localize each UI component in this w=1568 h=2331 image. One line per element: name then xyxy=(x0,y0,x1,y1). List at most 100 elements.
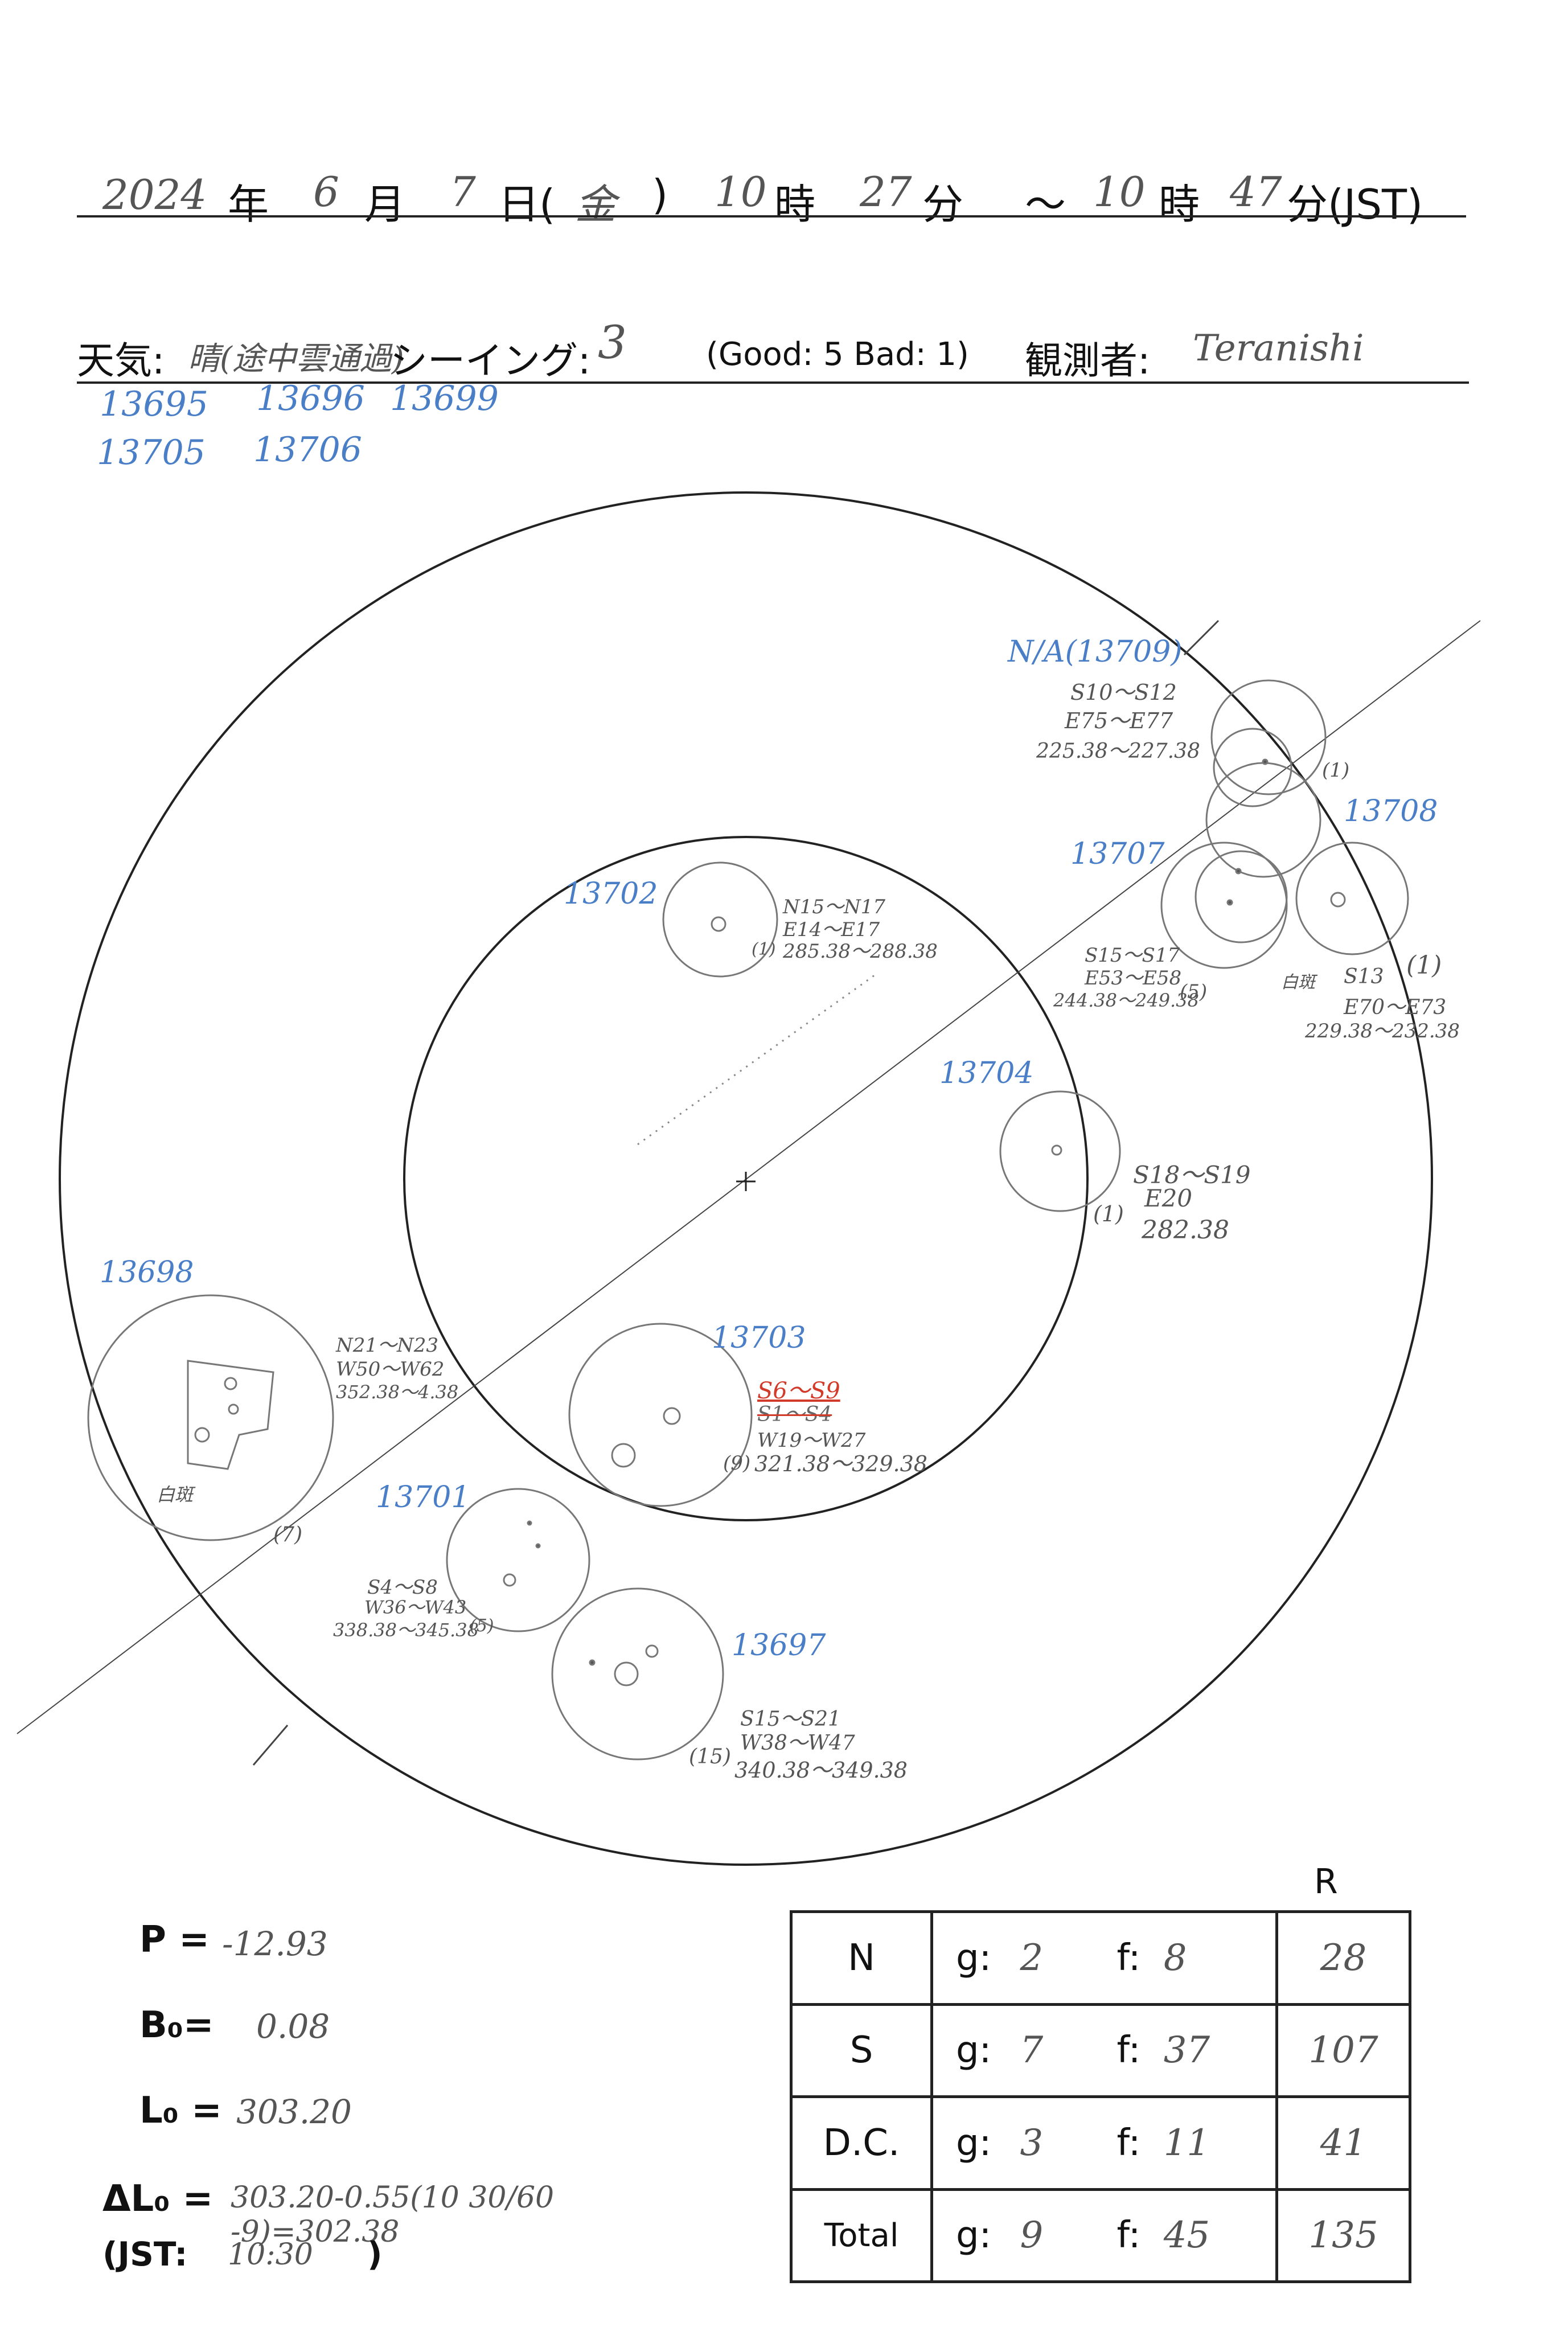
region-count: (9) xyxy=(723,1452,751,1475)
g-value: 9 xyxy=(1020,2214,1044,2257)
annotation-13709: N/A(13709) S10〜S12 E75〜E77 225.38〜227.38 xyxy=(1008,635,1235,771)
dotted-track xyxy=(637,972,877,1146)
f-value: 8 xyxy=(1163,1936,1187,1979)
month-unit: 月 xyxy=(364,180,406,228)
region-count: (5) xyxy=(470,1616,494,1636)
region-carrington: 285.38〜288.38 xyxy=(783,940,938,963)
annotation-13701: S4〜S8 W36〜W43 338.38〜345.38 (5) xyxy=(333,1571,515,1657)
row-label: N xyxy=(790,1910,933,2006)
region-lat: S15〜S17 xyxy=(1085,944,1180,967)
b0-value: 0.08 xyxy=(256,2007,330,2046)
end-hour-unit: 時 xyxy=(1159,180,1200,228)
f-value: 37 xyxy=(1163,2029,1210,2072)
region-lon: E75〜E77 xyxy=(1065,708,1173,733)
seeing-value: 3 xyxy=(598,316,627,369)
start-min: 27 xyxy=(860,168,912,216)
region-lon: E70〜E73 xyxy=(1344,996,1447,1019)
region-lat: S10〜S12 xyxy=(1070,680,1177,705)
p-label: P = xyxy=(139,1919,210,1961)
jst-value: 10:30 xyxy=(228,2238,313,2272)
region-lat: N21〜N23 xyxy=(336,1334,439,1357)
l0-value: 303.20 xyxy=(236,2092,352,2131)
b0-label: B₀= xyxy=(139,2004,214,2046)
f-value: 45 xyxy=(1163,2214,1210,2257)
region-carrington: 282.38 xyxy=(1142,1216,1229,1245)
region-lon: W38〜W47 xyxy=(740,1731,855,1755)
annotation-13703: S6〜S9 S1〜S4 W19〜W27 (9) 321.38〜329.38 xyxy=(723,1372,939,1486)
start-hour-unit: 時 xyxy=(774,180,816,228)
weather-label: 天気: xyxy=(77,339,165,383)
month-value: 6 xyxy=(313,168,339,216)
region-lon: W36〜W43 xyxy=(364,1597,467,1618)
region-id-13708: 13708 xyxy=(1344,794,1438,828)
sunspot-group-13698 xyxy=(87,1294,334,1541)
axis-tick-bottom xyxy=(252,1725,289,1766)
header-line: 2024 年 6 月 7 日( 金 ) 10 時 27 分 〜 10 時 47 … xyxy=(0,165,1568,233)
dl0-label: ΔL₀ = xyxy=(102,2178,214,2220)
g-prefix: g: xyxy=(956,2029,992,2072)
sunspot-group-13707 xyxy=(1160,842,1288,969)
region-id-13707: 13707 xyxy=(1070,837,1165,871)
region-lat: S4〜S8 xyxy=(367,1576,438,1599)
sunspot-group-13703 xyxy=(568,1323,753,1507)
count-13709: (1) xyxy=(1322,759,1350,782)
table-row: S g: 7 f: 37 107 xyxy=(790,2002,1411,2098)
r-value: 135 xyxy=(1275,2188,1411,2283)
region-carrington: 244.38〜249.38 xyxy=(1053,990,1199,1011)
region-id-13703: 13703 xyxy=(712,1321,806,1355)
sunspot-group-13701 xyxy=(446,1488,590,1632)
region-id-13698: 13698 xyxy=(100,1255,194,1290)
g-value: 3 xyxy=(1020,2121,1044,2164)
region-lon: E20 xyxy=(1144,1184,1193,1212)
end-hour: 10 xyxy=(1093,168,1146,216)
region-lat-struck: S1〜S4 xyxy=(757,1403,832,1426)
g-value: 2 xyxy=(1020,1936,1044,1979)
g-prefix: g: xyxy=(956,1936,992,1979)
p-value: -12.93 xyxy=(222,1924,328,1963)
region-id: N/A(13709) xyxy=(1008,635,1183,669)
count-13698: (7) xyxy=(273,1523,302,1546)
annotation-13708: 白斑 S13 (1) E70〜E73 229.38〜232.38 xyxy=(1281,951,1486,1048)
region-count: (5) xyxy=(1180,980,1208,1003)
equator-line xyxy=(17,620,1481,1734)
region-lon: W50〜W62 xyxy=(336,1358,445,1381)
g-prefix: g: xyxy=(956,2121,992,2164)
conditions-underline xyxy=(77,381,1469,384)
year-value: 2024 xyxy=(102,171,207,219)
region-list-item: 13706 xyxy=(253,430,362,470)
region-lat-corrected: S6〜S9 xyxy=(757,1378,840,1404)
region-lat: N15〜N17 xyxy=(783,896,886,918)
end-min-unit: 分(JST) xyxy=(1287,180,1423,228)
f-prefix: f: xyxy=(1117,1936,1141,1979)
region-id-13702: 13702 xyxy=(564,877,658,911)
annotation-13707: S15〜S17 E53〜E58 244.38〜249.38 (5) xyxy=(1053,939,1281,1013)
g-value: 7 xyxy=(1020,2029,1044,2072)
end-min: 47 xyxy=(1230,168,1282,216)
start-min-unit: 分 xyxy=(922,180,964,228)
region-note-13698: 白斑 xyxy=(157,1484,194,1505)
f-prefix: f: xyxy=(1117,2029,1141,2072)
region-lat: S13 xyxy=(1344,965,1384,988)
region-id-13697: 13697 xyxy=(732,1628,826,1663)
region-note: 白斑 xyxy=(1281,972,1315,992)
region-id-13704: 13704 xyxy=(939,1056,1034,1090)
year-unit: 年 xyxy=(228,180,269,228)
f-value: 11 xyxy=(1163,2121,1210,2164)
gf-cell: g: 7 f: 37 xyxy=(930,2002,1278,2098)
r-value: 28 xyxy=(1275,1910,1411,2006)
sunspot-group-13702 xyxy=(662,861,778,978)
observer-value: Teranishi xyxy=(1193,327,1364,370)
observer-label: 観測者: xyxy=(1025,339,1151,383)
r-value: 107 xyxy=(1275,2002,1411,2098)
region-count: (1) xyxy=(1406,951,1442,980)
annotation-13702: N15〜N17 E14〜E17 (1) 285.38〜288.38 xyxy=(752,891,945,982)
region-list-item: 13695 xyxy=(100,384,208,424)
region-lon: W19〜W27 xyxy=(757,1429,866,1452)
sunspot-group-13704 xyxy=(999,1090,1121,1212)
row-label: S xyxy=(790,2002,933,2098)
day-value: 7 xyxy=(450,168,476,216)
region-lon: E53〜E58 xyxy=(1085,967,1182,990)
region-carrington: 352.38〜4.38 xyxy=(336,1381,459,1403)
